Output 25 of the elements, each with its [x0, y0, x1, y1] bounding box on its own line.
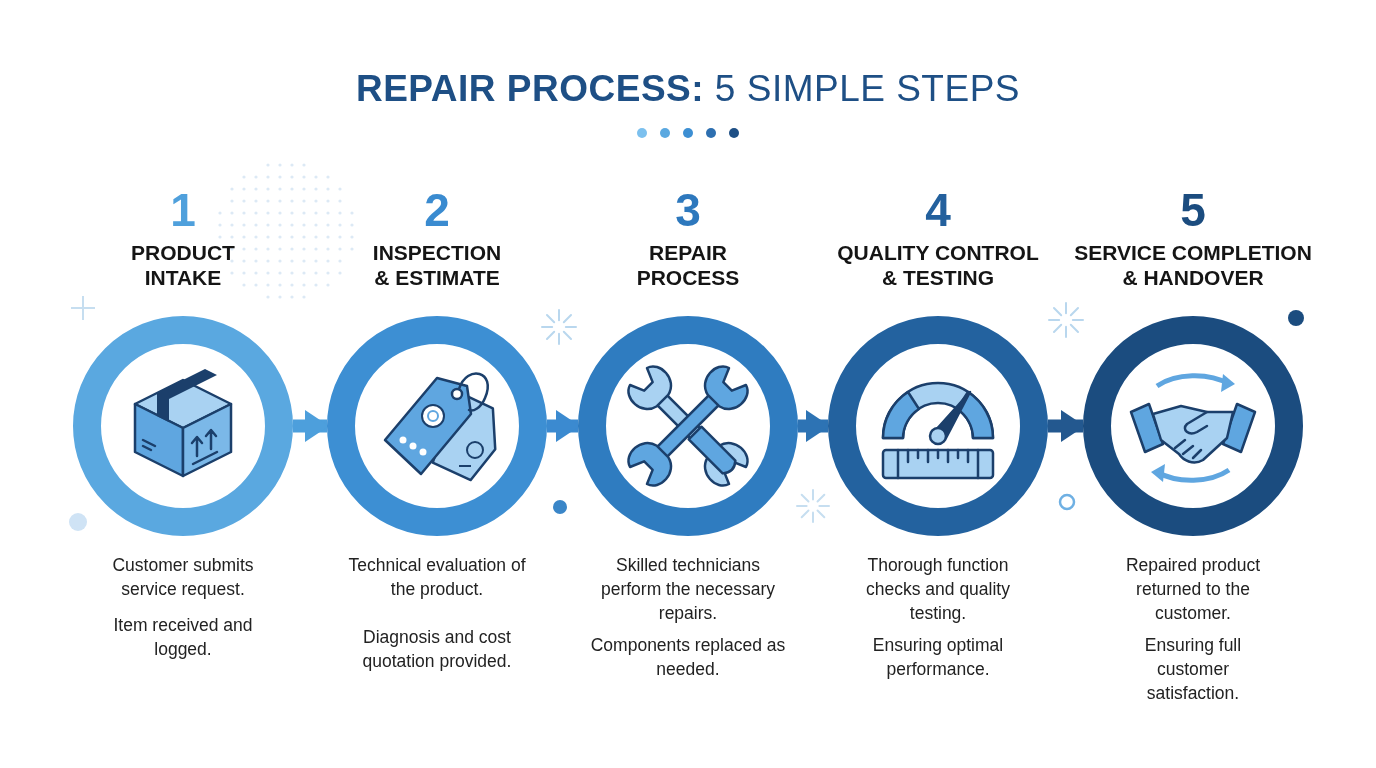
arrow	[293, 410, 329, 442]
step-title: QUALITY CONTROL & TESTING	[836, 240, 1040, 290]
arrow	[798, 410, 830, 442]
step-description: Ensuring full customer satisfaction.	[1143, 634, 1243, 705]
step-number: 3	[674, 186, 702, 234]
step-description: Ensuring optimal performance.	[871, 634, 1005, 681]
step-description: Thorough function checks and quality testing.	[865, 554, 1011, 625]
step-description: Skilled technicians perform the necessary repairs.	[599, 554, 777, 625]
step-description: Components replaced as needed.	[590, 634, 786, 681]
step-title: INSPECTION & ESTIMATE	[371, 240, 503, 290]
step-description: Diagnosis and cost quotation provided.	[361, 626, 513, 673]
step-description: Repaired product returned to the customer.	[1124, 554, 1262, 625]
step-title: SERVICE COMPLETION & HANDOVER	[1073, 240, 1313, 290]
step-title: PRODUCT INTAKE	[130, 240, 236, 290]
step-number: 1	[169, 186, 197, 234]
step-description: Technical evaluation of the product.	[347, 554, 527, 601]
step-title: REPAIR PROCESS	[635, 240, 741, 290]
step-number: 4	[924, 186, 952, 234]
step-description: Customer submits service request.	[111, 554, 255, 601]
arrow	[547, 410, 580, 442]
step-number: 5	[1179, 186, 1207, 234]
step-number: 2	[423, 186, 451, 234]
arrow	[1048, 410, 1085, 442]
step-description: Item received and logged.	[112, 614, 254, 661]
title: REPAIR PROCESS: 5 SIMPLE STEPS	[354, 68, 1021, 110]
